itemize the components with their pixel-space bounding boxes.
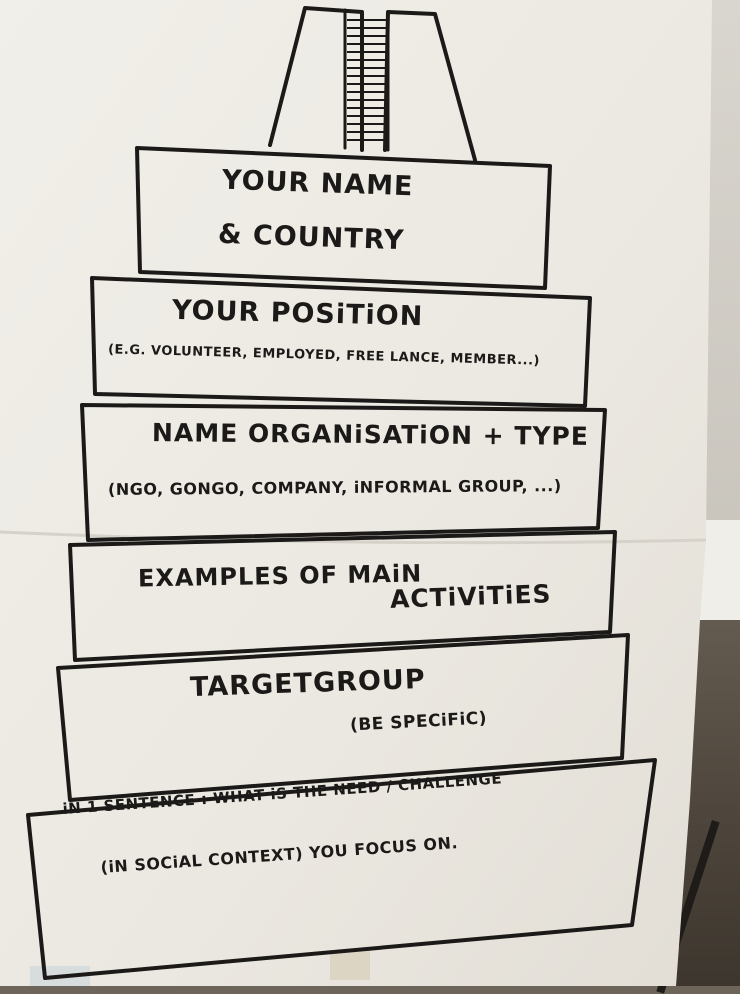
step-3-line-1: NAME ORGANiSATiON + TYPE [151,418,590,451]
ladder-rungs [347,19,386,141]
step-4-line-1: EXAMPLES OF MAiN [137,559,423,593]
flipchart-paper [0,0,712,986]
step-3-line-2: (NGO, GONGO, COMPANY, iNFORMAL GROUP, ..… [107,476,562,499]
step-4-box [68,530,617,662]
step-1-line-2: & COUNTRY [217,218,406,257]
step-6-box [26,758,657,980]
step-3-box [80,403,607,542]
step-5-box [56,633,630,802]
tower-top [268,6,364,152]
step-1-line-1: YOUR NAME [221,164,414,203]
step-2-line-1: YOUR POSiTiON [171,294,424,333]
step-1-box [135,146,552,290]
step-4-line-2: ACTiViTiES [389,579,552,614]
step-2-box [90,276,592,408]
background-box [700,520,740,620]
